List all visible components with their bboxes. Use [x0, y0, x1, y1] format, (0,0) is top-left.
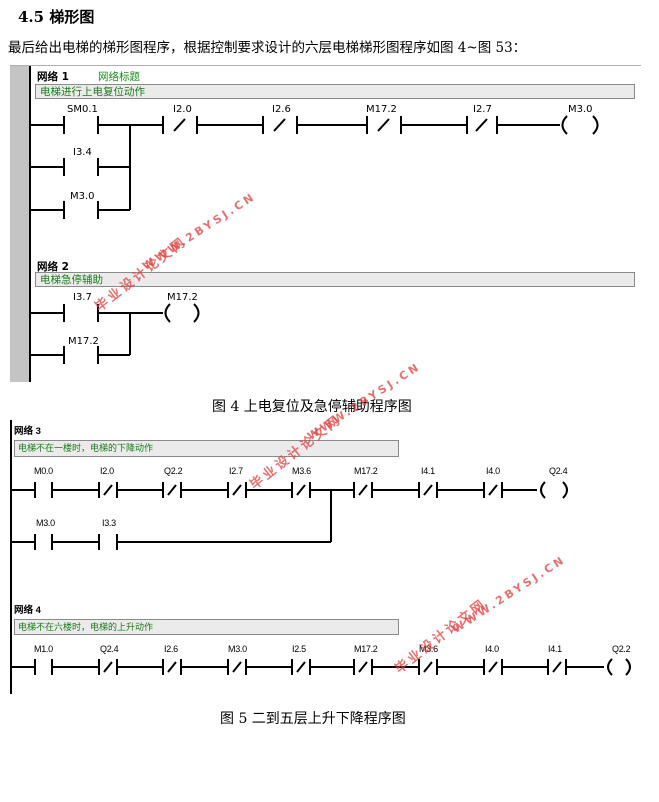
contact-n4-i4-0-label: I4.0 [485, 644, 499, 654]
contact-n3-i2-7-label: I2.7 [229, 466, 243, 476]
branch-contact-n3-m3-0-label: M3.0 [36, 518, 55, 528]
coil-q2-4-label: Q2.4 [549, 466, 568, 476]
contact-n3-i2-0-label: I2.0 [100, 466, 114, 476]
contact-n4-q2-4-label: Q2.4 [100, 644, 119, 654]
contact-n3-m17-2-label: M17.2 [354, 466, 378, 476]
contact-i2-0-label: I2.0 [173, 104, 192, 115]
intro-paragraph: 最后给出电梯的梯形图程序，根据控制要求设计的六层电梯梯形图程序如图 4~图 53… [8, 40, 527, 56]
figure-5-caption: 图 5 二到五层上升下降程序图 [220, 711, 406, 727]
contact-m1-0-label: M1.0 [34, 644, 53, 654]
contact-m17-2-label: M17.2 [366, 104, 397, 115]
branch-contact-i3-3-label: I3.3 [102, 518, 116, 528]
contact-i3-7-label: I3.7 [73, 292, 92, 303]
watermark-cn-3: 毕业设计论文网 [392, 596, 490, 677]
network-3-title: 网络 3 [14, 426, 41, 437]
contact-sm0-1-label: SM0.1 [67, 104, 98, 115]
network-1-subtitle: 网络标题 [98, 71, 140, 83]
figure-4-frame [10, 66, 641, 382]
figure-5-power-rail [10, 420, 12, 694]
network-4-title: 网络 4 [14, 605, 41, 616]
branch-contact-m17-2-label: M17.2 [68, 336, 99, 347]
coil-m3-0-label: M3.0 [568, 104, 593, 115]
contact-n4-i2-6-label: I2.6 [164, 644, 178, 654]
watermark-url-3: WWW.2BYSJ.CN [450, 552, 569, 636]
contact-m0-0-label: M0.0 [34, 466, 53, 476]
network-2-comment: 电梯急停辅助 [35, 272, 635, 287]
contact-n4-m3-6-label: M3.6 [419, 644, 438, 654]
figure-4-top-border [10, 65, 641, 66]
branch-contact-i3-4-label: I3.4 [73, 147, 92, 158]
contact-n3-i4-1-label: I4.1 [421, 466, 435, 476]
contact-n4-m3-0-label: M3.0 [228, 644, 247, 654]
figure-4-power-rail [10, 66, 30, 382]
figure-4-caption: 图 4 上电复位及急停辅助程序图 [212, 399, 412, 415]
network-3-comment: 电梯不在一楼时，电梯的下降动作 [14, 440, 399, 457]
branch-contact-m3-0-label: M3.0 [70, 191, 95, 202]
contact-n4-m17-2-label: M17.2 [354, 644, 378, 654]
contact-n3-m3-6-label: M3.6 [292, 466, 311, 476]
contact-n3-i4-0-label: I4.0 [486, 466, 500, 476]
coil-q2-2-label: Q2.2 [612, 644, 631, 654]
section-heading: 4.5 梯形图 [18, 8, 95, 26]
figure-4-rail-line [29, 66, 31, 382]
contact-i2-7-label: I2.7 [473, 104, 492, 115]
network-1-title: 网络 1 [37, 71, 69, 83]
network-4-comment: 电梯不在六楼时，电梯的上升动作 [14, 619, 399, 635]
contact-i2-6-label: I2.6 [272, 104, 291, 115]
contact-n4-i4-1-label: I4.1 [548, 644, 562, 654]
contact-n4-i2-5-label: I2.5 [292, 644, 306, 654]
network-1-comment: 电梯进行上电复位动作 [35, 84, 635, 99]
contact-q2-2-label: Q2.2 [164, 466, 183, 476]
coil-m17-2-label: M17.2 [167, 292, 198, 303]
network-2-title: 网络 2 [37, 261, 69, 273]
